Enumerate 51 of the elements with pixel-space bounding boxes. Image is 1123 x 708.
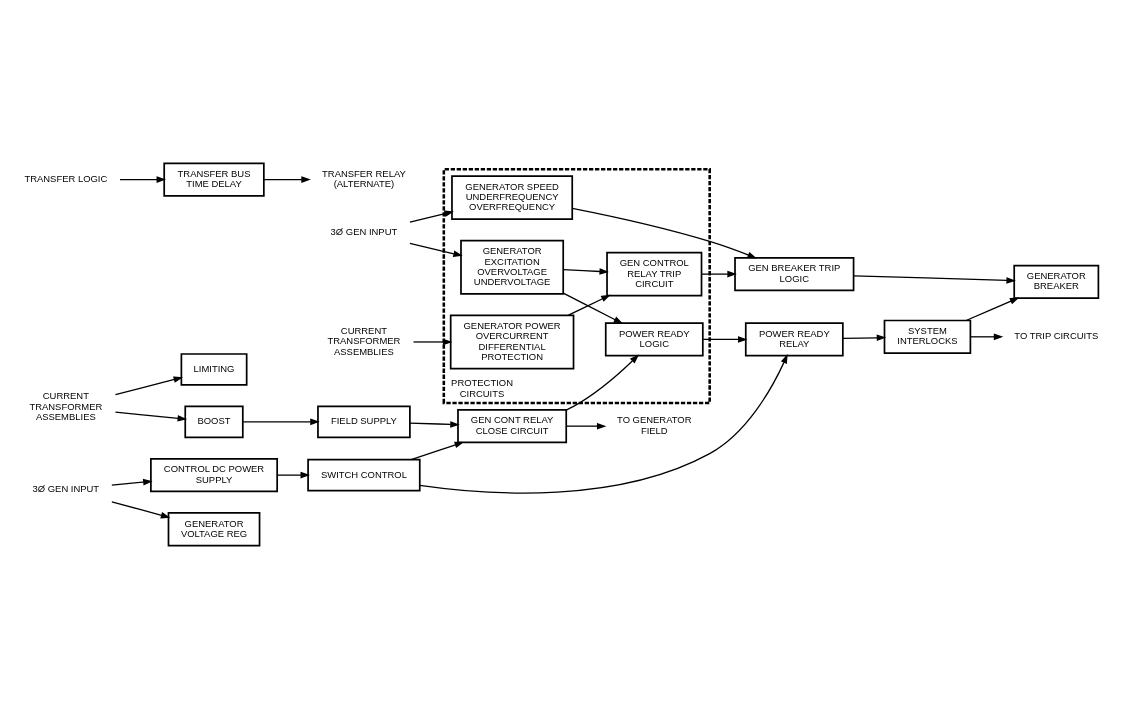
arrow [567,294,611,316]
node-box: BOOST [184,405,244,439]
node-box: GENERATOR BREAKER [1013,264,1100,300]
node-box: LIMITING [180,353,248,386]
arrow [412,338,453,346]
node-box: GENERATOR POWER OVERCURRENT DIFFERENTIAL PROTECTION [449,314,575,370]
arrow [114,376,184,396]
arrow [965,297,1020,322]
arrow [565,354,640,411]
node-box: POWER READY LOGIC [604,322,704,357]
node-text: CURRENT TRANSFORMER ASSEMBLIES [29,390,103,422]
arrow [409,242,463,257]
arrow [970,333,1004,341]
arrow [242,418,320,426]
arrow [276,471,310,479]
node-box: SYSTEM INTERLOCKS [883,319,972,354]
node-box: GENERATOR EXCITATION OVERVOLTAGE UNDERVOLTAGE [460,239,565,295]
arrow [409,421,460,428]
node-text: TRANSFER LOGIC [24,173,108,185]
arrow [702,336,748,343]
arrow [263,176,311,183]
arrow [700,270,737,278]
arrow [409,210,454,223]
node-box: CONTROL DC POWER SUPPLY [150,457,279,493]
node-box: POWER READY RELAY [744,322,844,357]
arrow [111,501,171,519]
node-text: 3Ø GEN INPUT [32,483,100,495]
arrow [410,441,465,461]
node-text: TO TRIP CIRCUITS [1014,330,1099,342]
arrow [419,354,788,494]
arrow [565,422,607,430]
node-box: GENERATOR VOLTAGE REG [167,512,261,547]
arrow [114,411,188,422]
node-text: TO GENERATOR FIELD [617,414,692,436]
node-box: GEN CONT RELAY CLOSE CIRCUIT [457,408,568,444]
node-text: 3Ø GEN INPUT [330,226,398,238]
node-box: GEN CONTROL RELAY TRIP CIRCUIT [606,251,703,297]
node-box: SWITCH CONTROL [307,458,421,492]
node-text: TRANSFER RELAY (ALTERNATE) [322,167,406,190]
node-text: CURRENT TRANSFORMER ASSEMBLIES [327,325,401,357]
node-box: GEN BREAKER TRIP LOGIC [734,256,855,292]
arrow [842,334,887,342]
node-box: TRANSFER BUS TIME DELAY [163,162,265,197]
arrow [119,176,166,183]
node-box: FIELD SUPPLY [317,405,411,439]
arrow [562,292,624,324]
arrow [111,478,153,486]
node-box: GENERATOR SPEED UNDERFREQUENCY OVERFREQUENCY [451,175,574,220]
arrow [571,207,757,259]
arrow [562,268,609,275]
arrow [853,275,1016,284]
